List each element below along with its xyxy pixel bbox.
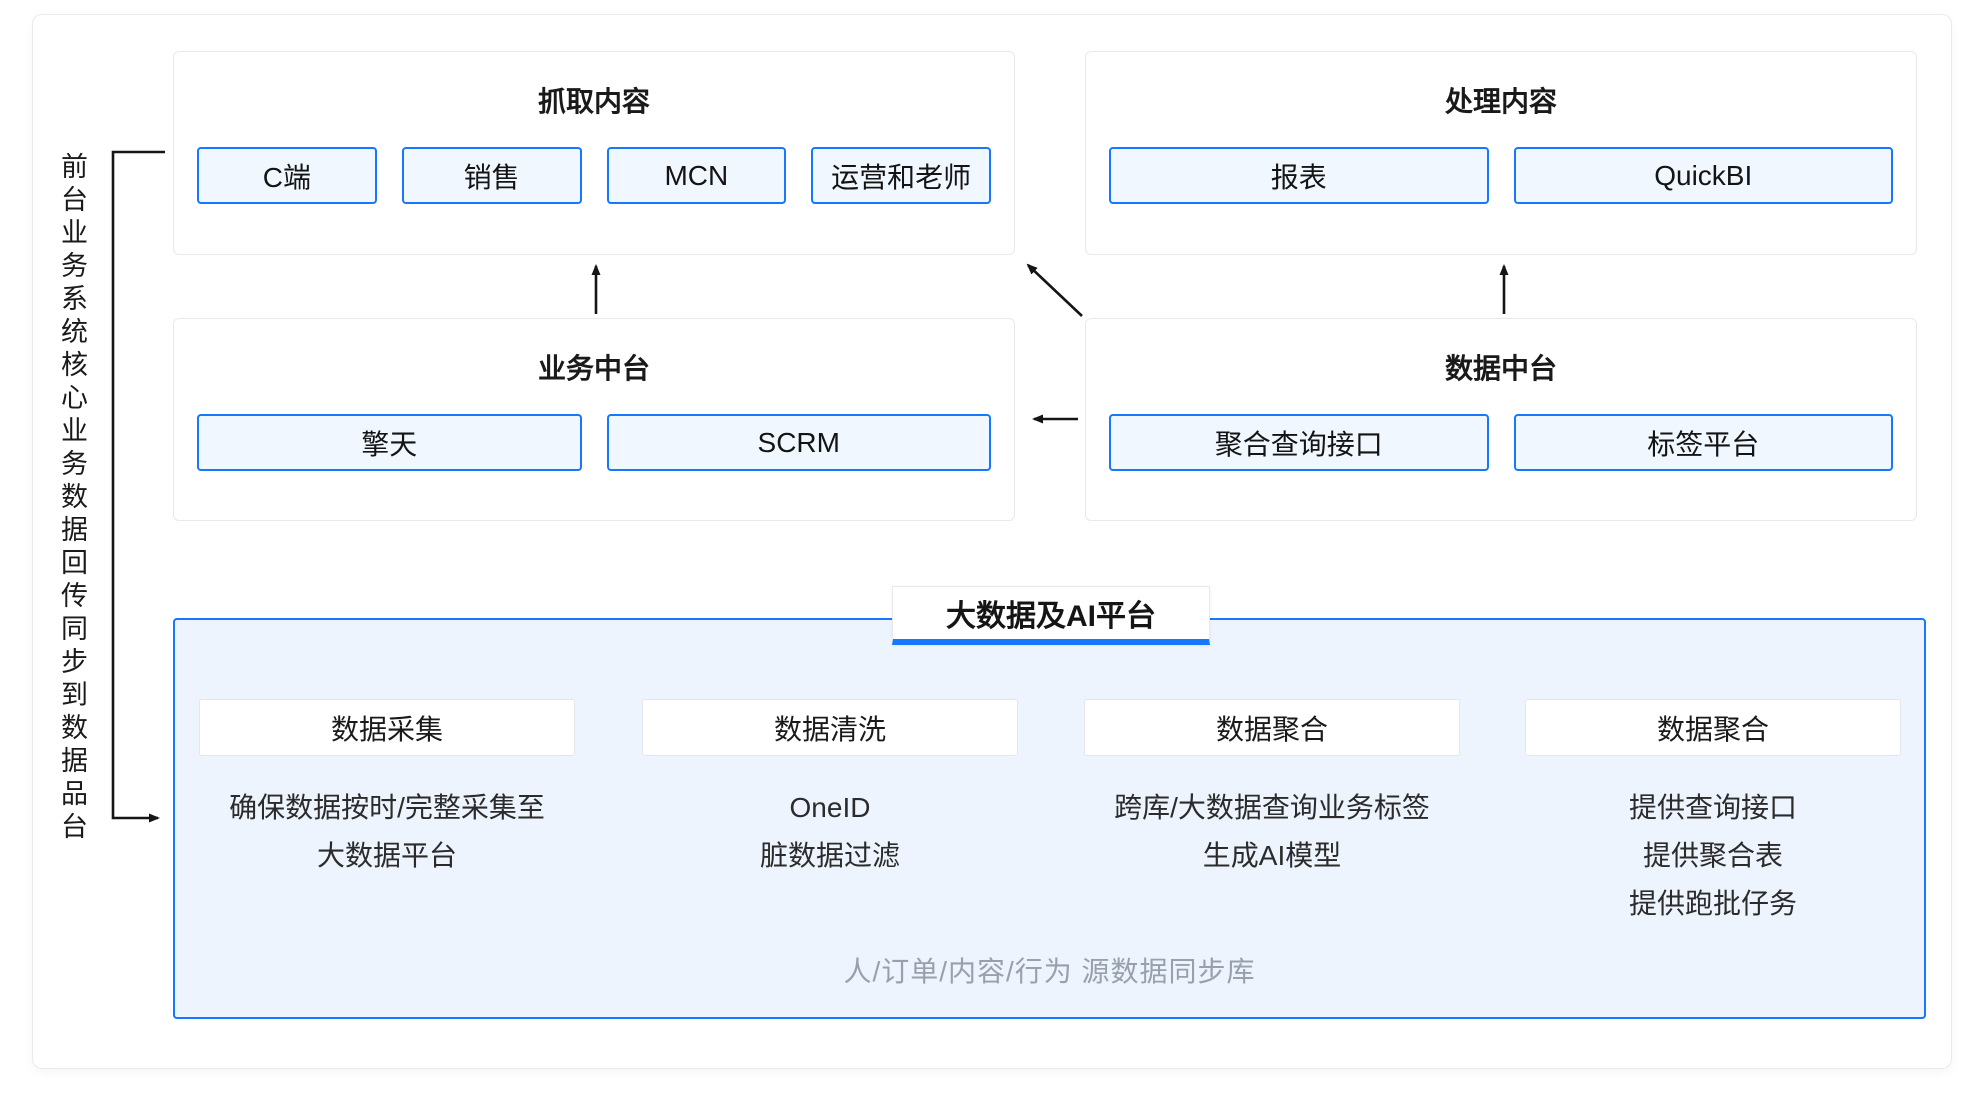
component-chip-qingtian: 擎天 [197, 414, 582, 471]
column-header: 数据聚合 [1525, 699, 1901, 756]
chip-row: 报表 QuickBI [1086, 147, 1916, 204]
panel-capture-content: 抓取内容 C端 销售 MCN 运营和老师 [173, 51, 1015, 255]
component-chip-c-end: C端 [197, 147, 377, 204]
component-chip-ops-teachers: 运营和老师 [811, 147, 991, 204]
column-header: 数据采集 [199, 699, 575, 756]
panel-title: 数据中台 [1444, 353, 1557, 384]
chip-row: C端 销售 MCN 运营和老师 [174, 147, 1014, 204]
component-chip-sales: 销售 [401, 147, 582, 204]
side-note-vertical: 前台业务系统核心业务数据回传同步到数据品台 [57, 152, 87, 845]
column-line: 脏数据过滤 [759, 840, 900, 871]
column-line: 跨库/大数据查询业务标签 [1114, 792, 1430, 823]
column-lines: 跨库/大数据查询业务标签 生成AI模型 [1054, 784, 1490, 880]
column-lines: OneID 脏数据过滤 [612, 784, 1048, 880]
platform-tab: 大数据及AI平台 [892, 586, 1210, 645]
column-header: 数据聚合 [1084, 699, 1460, 756]
column-lines: 确保数据按时/完整采集至 大数据平台 [169, 784, 605, 880]
column-lines: 提供查询接口 提供聚合表 提供跑批仔务 [1495, 784, 1931, 928]
platform-footnote: 人/订单/内容/行为 源数据同步库 [843, 956, 1256, 987]
column-line: 提供查询接口 [1628, 792, 1797, 823]
platform-column-serve: 数据聚合 提供查询接口 提供聚合表 提供跑批仔务 [1525, 620, 1901, 1017]
panel-process-content: 处理内容 报表 QuickBI [1085, 51, 1917, 255]
chip-row: 聚合查询接口 标签平台 [1086, 414, 1916, 471]
panel-title: 处理内容 [1444, 86, 1557, 117]
column-line: 提供跑批仔务 [1628, 888, 1797, 919]
platform-column-aggregate: 数据聚合 跨库/大数据查询业务标签 生成AI模型 [1084, 620, 1460, 1017]
panel-business-middle: 业务中台 擎天 SCRM [173, 318, 1015, 521]
column-header: 数据清洗 [642, 699, 1018, 756]
panel-title: 抓取内容 [537, 86, 650, 117]
platform-panel: 数据采集 确保数据按时/完整采集至 大数据平台 数据清洗 OneID 脏数据过滤… [173, 618, 1926, 1019]
component-chip-agg-query-api: 聚合查询接口 [1109, 414, 1489, 471]
column-line: 提供聚合表 [1642, 840, 1783, 871]
component-chip-report: 报表 [1109, 147, 1489, 204]
platform-column-collect: 数据采集 确保数据按时/完整采集至 大数据平台 [199, 620, 575, 1017]
panel-data-middle: 数据中台 聚合查询接口 标签平台 [1085, 318, 1917, 521]
column-line: 确保数据按时/完整采集至 [229, 792, 545, 823]
platform-column-clean: 数据清洗 OneID 脏数据过滤 [642, 620, 1018, 1017]
column-line: 大数据平台 [316, 840, 457, 871]
chip-row: 擎天 SCRM [174, 414, 1014, 471]
component-chip-scrm: SCRM [606, 414, 991, 471]
component-chip-tag-platform: 标签平台 [1513, 414, 1893, 471]
component-chip-quickbi: QuickBI [1513, 147, 1893, 204]
panel-title: 业务中台 [537, 353, 650, 384]
component-chip-mcn: MCN [606, 147, 787, 204]
column-line: OneID [789, 792, 871, 823]
column-line: 生成AI模型 [1202, 840, 1342, 871]
